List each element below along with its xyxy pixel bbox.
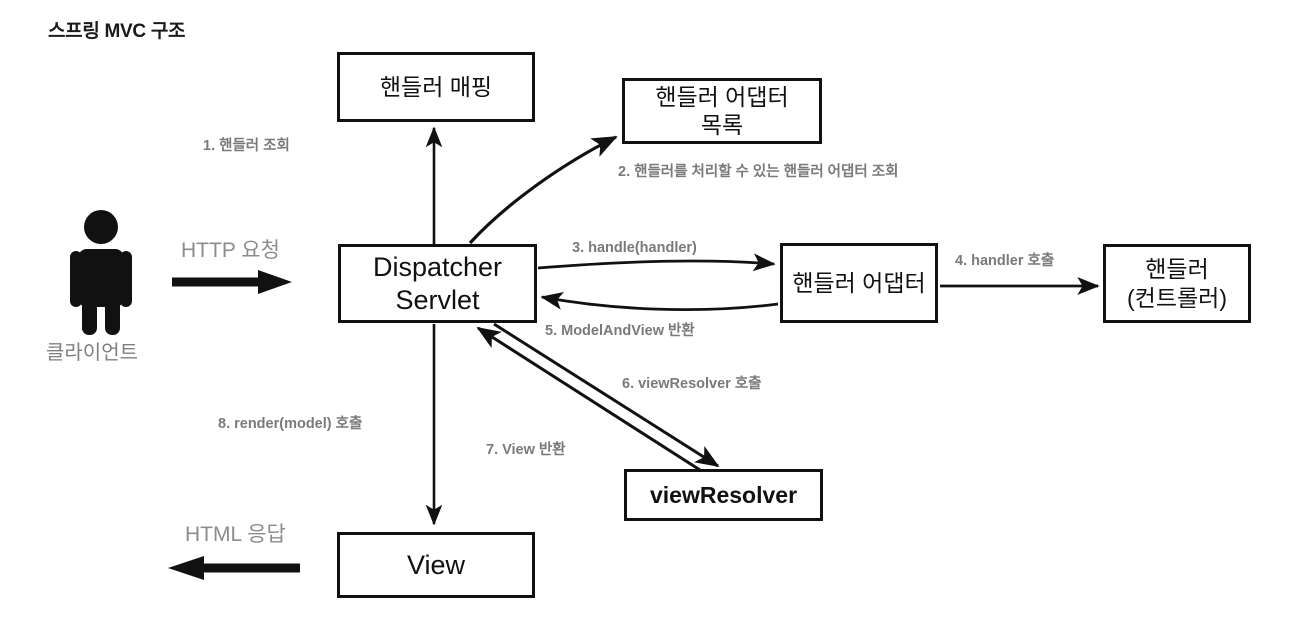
edge-6-viewresolver-call	[493, 322, 720, 468]
node-handler-adapter-list-label: 핸들러 어댑터 목록	[655, 83, 789, 138]
client-label: 클라이언트	[46, 342, 138, 364]
edge-7-view-return	[476, 326, 701, 472]
edge-5-modelandview	[540, 291, 779, 312]
node-view-resolver-label: viewResolver	[649, 481, 798, 508]
node-handler-mapping-label: 핸들러 매핑	[379, 73, 493, 100]
node-view-label: View	[406, 549, 466, 580]
node-handler-controller-label: 핸들러 (컨트롤러)	[1127, 256, 1227, 311]
step-label-2: 2. 핸들러를 처리할 수 있는 핸들러 어댑터 조회	[618, 164, 899, 180]
node-dispatcher-servlet[interactable]: Dispatcher Servlet	[338, 244, 537, 323]
edge-2-adapter-lookup	[468, 135, 618, 245]
node-handler-adapter[interactable]: 핸들러 어댑터	[780, 243, 938, 323]
step-label-4: 4. handler 호출	[955, 253, 1055, 269]
node-handler-controller[interactable]: 핸들러 (컨트롤러)	[1103, 244, 1251, 323]
step-label-1: 1. 핸들러 조회	[203, 138, 290, 154]
http-request-arrow	[172, 270, 292, 294]
step-label-5: 5. ModelAndView 반환	[545, 323, 695, 339]
node-dispatcher-servlet-label: Dispatcher Servlet	[372, 251, 503, 315]
step-label-6: 6. viewResolver 호출	[622, 376, 762, 392]
edge-3-handle	[537, 253, 776, 272]
http-request-label: HTTP 요청	[181, 239, 280, 262]
page-title: 스프링 MVC 구조	[48, 21, 186, 42]
step-label-8: 8. render(model) 호출	[218, 416, 363, 432]
node-view-resolver[interactable]: viewResolver	[624, 469, 823, 521]
node-handler-adapter-list[interactable]: 핸들러 어댑터 목록	[622, 78, 822, 144]
html-response-arrow	[168, 556, 300, 580]
step-label-7: 7. View 반환	[486, 442, 566, 458]
person-icon	[70, 210, 132, 335]
node-handler-mapping[interactable]: 핸들러 매핑	[337, 52, 535, 122]
html-response-label: HTML 응답	[185, 523, 286, 546]
node-handler-adapter-label: 핸들러 어댑터	[792, 269, 926, 296]
step-label-3: 3. handle(handler)	[572, 240, 697, 256]
node-view[interactable]: View	[337, 532, 535, 598]
